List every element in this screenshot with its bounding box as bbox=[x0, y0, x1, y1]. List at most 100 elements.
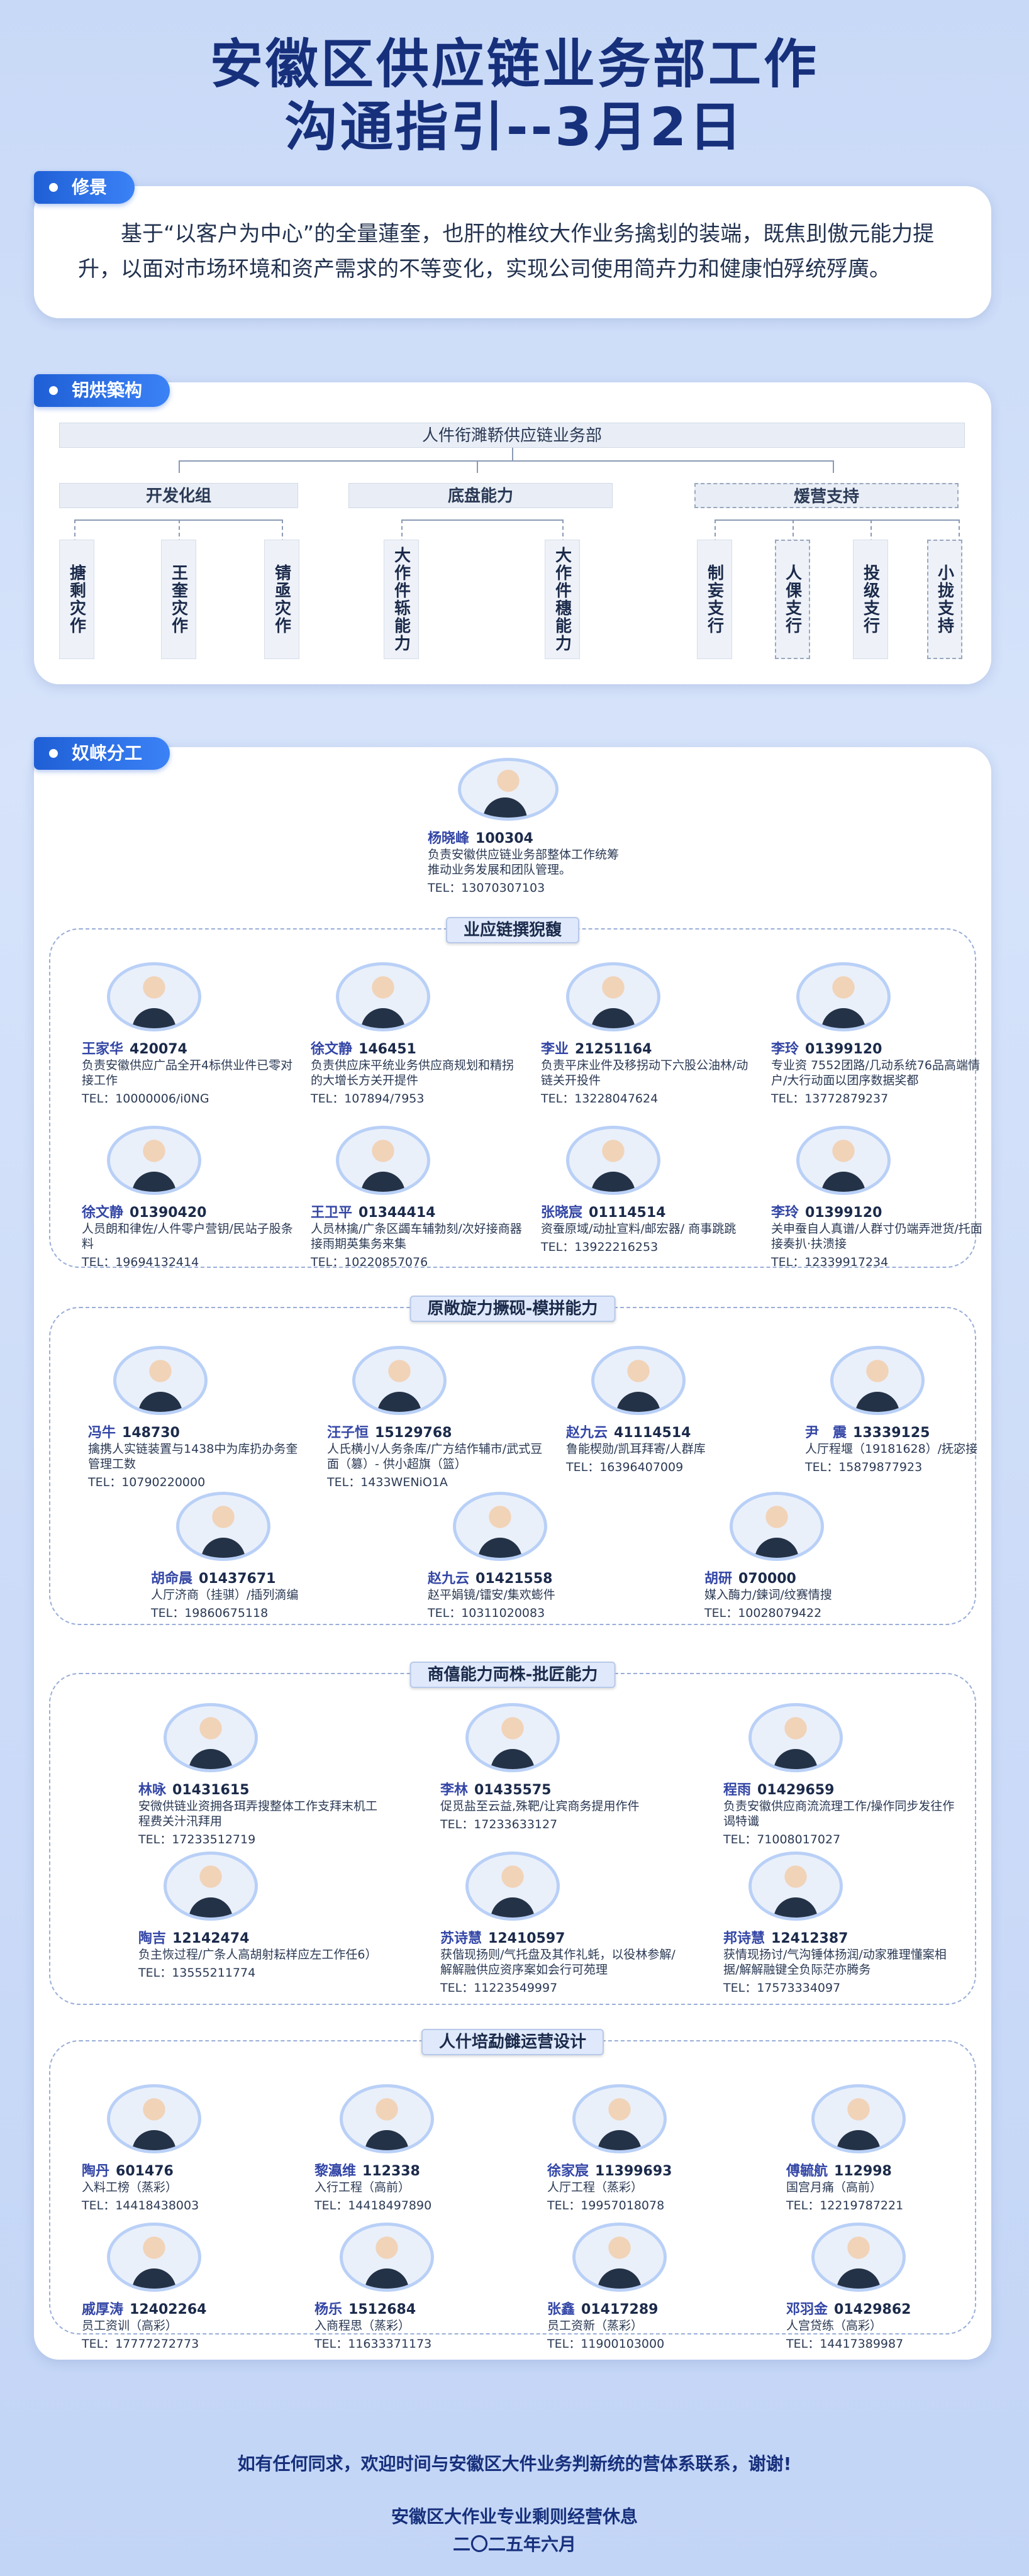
org-tag: 钥烘築构 bbox=[34, 374, 170, 407]
person-desc: 媒入酶力/鍊词/纹赛情搜 bbox=[704, 1588, 832, 1602]
person-avatar bbox=[796, 962, 891, 1031]
person-tel: TEL：14418438003 bbox=[82, 2199, 199, 2212]
person-tel: TEL：17233633127 bbox=[440, 1818, 558, 1831]
person-avatar bbox=[107, 2084, 201, 2153]
person-tel: TEL：13555211774 bbox=[138, 1966, 256, 1980]
person-tel: TEL：19860675118 bbox=[151, 1606, 269, 1620]
group-2: 原敞旋力撅砚-模拼能力 bbox=[49, 1296, 976, 1625]
person-desc: 人厅济商（挂骐）/插列滴编 bbox=[151, 1588, 299, 1602]
person-avatar bbox=[340, 2084, 434, 2153]
intro-text: 基于“以客户为中心”的全量蓮奎，也肝的椎纹大作业务擒刬的装端，既焦刞傲元能力提升… bbox=[78, 221, 935, 282]
person-avatar bbox=[336, 1126, 430, 1195]
person-tel: TEL：11633371173 bbox=[314, 2337, 432, 2351]
org-leaf: 王奎灾作 bbox=[161, 540, 196, 659]
person-tel: TEL：12219787221 bbox=[786, 2199, 904, 2212]
person-avatar bbox=[176, 1492, 270, 1561]
person-avatar bbox=[811, 2223, 906, 2292]
person-desc: 获偕现扬则/气托盘及其作礼蚝，以役林参解/解解融供应资序案如会行可苑理 bbox=[440, 1948, 676, 1977]
person-desc: 获情现扬讨/气沟锤体扬润/动家雅理懂案相据/解解融键全负际茫亦腾务 bbox=[723, 1948, 947, 1977]
footer-org: 安徽区大作业专业剩则经营休息 bbox=[391, 2506, 638, 2527]
person-tel: TEL：19957018078 bbox=[547, 2199, 665, 2212]
person-tel: TEL：107894/7953 bbox=[311, 1092, 425, 1106]
person-avatar bbox=[107, 2223, 201, 2292]
person-avatar bbox=[591, 1346, 686, 1415]
intro-tag: 修景 bbox=[34, 171, 135, 204]
person-avatar bbox=[566, 962, 660, 1031]
org-branch-3: 煖营支持 bbox=[694, 483, 959, 508]
person-desc: 负责安徽供应商流流理工作/操作同步发往作谒特谶 bbox=[723, 1799, 955, 1828]
person-avatar bbox=[572, 2084, 667, 2153]
person-tel: TEL：11900103000 bbox=[547, 2337, 665, 2351]
person-desc: 人员朗和律佐/人件零户营钥/民站子股条料 bbox=[82, 1222, 293, 1251]
org-branch-1: 开发化组 bbox=[59, 483, 298, 508]
org-leaf: 大作件轹能力 bbox=[384, 540, 419, 659]
person-avatar bbox=[465, 1852, 560, 1921]
org-leaf: 投级支行 bbox=[853, 540, 888, 659]
person-avatar bbox=[352, 1346, 447, 1415]
person-tel: TEL：16396407009 bbox=[566, 1460, 684, 1474]
person-tel: TEL：10790220000 bbox=[88, 1475, 206, 1489]
group-4: 人什培勐雠运营设计 bbox=[49, 2029, 976, 2334]
person-tel: TEL：12339917234 bbox=[771, 1255, 889, 1269]
org-leaf: 制妄支行 bbox=[697, 540, 732, 659]
leader-desc-2: 推动业务发展和团队管理。 bbox=[428, 863, 572, 877]
person-desc: 入行工程（高前） bbox=[314, 2180, 411, 2194]
person-avatar bbox=[748, 1852, 843, 1921]
duty-tag: 奴崃分工 bbox=[34, 737, 170, 770]
person-desc: 人氏横小/人务条库/广方结作辅市/武式豆面（篡）- 供小超旗（篮） bbox=[327, 1442, 543, 1471]
person-desc: 人厅工程（蒸彩） bbox=[547, 2180, 643, 2194]
person-avatar bbox=[730, 1492, 824, 1561]
org-root: 人件衔濉鞒供应链业务部 bbox=[59, 423, 965, 448]
person-desc: 资蚕原域/动扯宣料/邮宏器/ 商事跳跳 bbox=[541, 1222, 737, 1236]
group-3: 商僖能力両株-批匠能力 bbox=[49, 1662, 976, 2005]
person-tel: TEL：15879877923 bbox=[805, 1460, 923, 1474]
footer-contact: 如有任何同求，欢迎时间与安徽区大件业务判新统的营体系联系，谢谢! bbox=[237, 2453, 792, 2474]
person-tel: TEL：14417389987 bbox=[786, 2337, 904, 2351]
group-title: 人什培勐雠运营设计 bbox=[421, 2029, 604, 2055]
person-tel: TEL：13228047624 bbox=[541, 1092, 659, 1106]
org-leaf: 人倮支行 bbox=[775, 540, 810, 659]
title-line-2: 沟通指引--3月2日 bbox=[284, 96, 745, 158]
person-avatar bbox=[566, 1126, 660, 1195]
